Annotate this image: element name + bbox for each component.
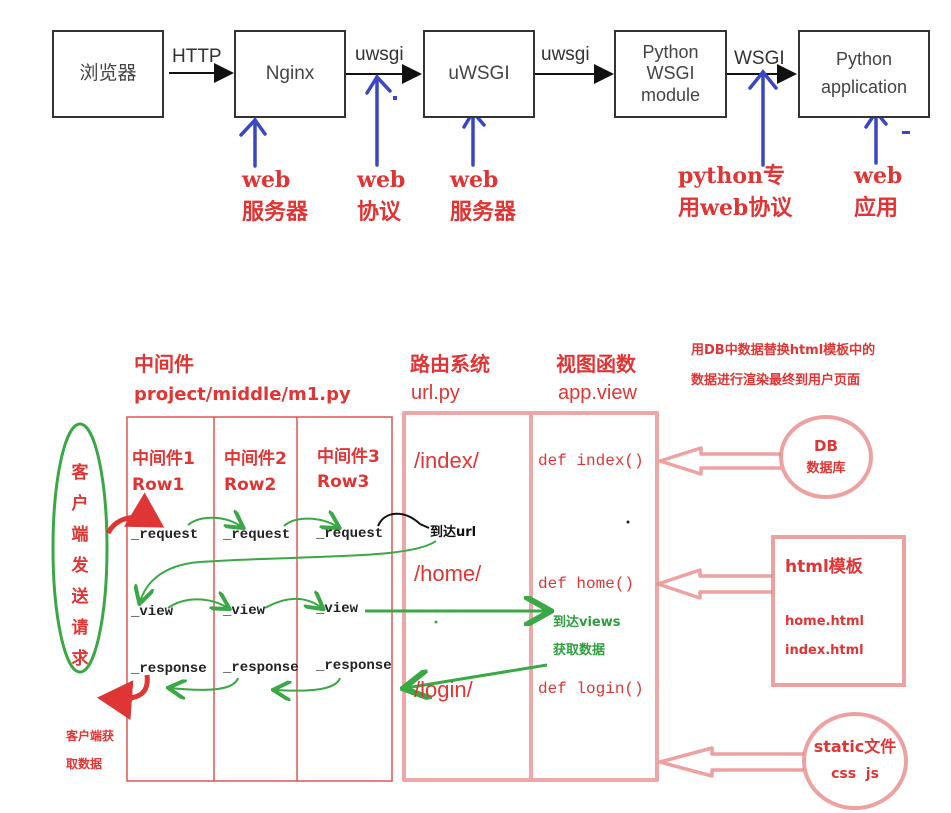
client-request-arrow xyxy=(105,492,165,535)
response-method-1: _response xyxy=(131,661,207,677)
db-circle xyxy=(779,415,873,499)
nginx-label: Nginx xyxy=(265,62,315,84)
route-index: /index/ xyxy=(414,448,479,473)
request-to-url-arrow xyxy=(377,512,421,527)
views-title: 视图函数 xyxy=(556,352,636,376)
response-method-3: _response xyxy=(316,658,392,674)
template-file-home: home.html xyxy=(785,614,864,629)
request-method-2: _request xyxy=(223,527,291,543)
routing-title: 路由系统 xyxy=(410,352,490,376)
protocol-uwsgi-1: uwsgi xyxy=(355,44,404,65)
static-circle xyxy=(802,712,908,810)
client-ellipse xyxy=(51,422,109,674)
view-1-to-2-arrow xyxy=(167,599,228,608)
middleware-3-name: 中间件3 xyxy=(317,447,380,467)
middleware-2-name: 中间件2 xyxy=(224,449,287,469)
browser-box: 浏览器 xyxy=(52,30,164,118)
middleware-1-name: 中间件1 xyxy=(132,449,195,469)
templates-title: html模板 xyxy=(785,557,863,577)
view-function-index: def index() xyxy=(538,452,644,470)
url-to-view-arrow xyxy=(140,540,437,602)
request-method-1: _request xyxy=(131,527,199,543)
protocol-wsgi: WSGI xyxy=(734,48,785,69)
template-to-home-arrow xyxy=(656,568,773,600)
response-2-to-1-arrow xyxy=(170,677,239,690)
middleware-title: 中间件 xyxy=(134,352,194,376)
db-to-index-arrow xyxy=(658,446,781,476)
python-app-label: Python application xyxy=(820,49,908,97)
request-1-to-2-arrow xyxy=(187,518,242,527)
python-app-box: Python application xyxy=(798,30,930,118)
client-send-request-label: 客 户 端 发 送 请 求 xyxy=(71,463,89,669)
static-to-login-arrow xyxy=(658,746,804,778)
browser-label: 浏览器 xyxy=(79,62,137,84)
fetch-data-label: 获取数据 xyxy=(553,643,606,658)
blue-arrow-uwsgi-server xyxy=(462,109,486,167)
view-method-1: _view xyxy=(131,604,174,620)
protocol-http: HTTP xyxy=(172,46,222,67)
db-label: DB 数据库 xyxy=(806,437,846,476)
client-receive-label: 客户端获 取数据 xyxy=(66,729,115,771)
uwsgi-box: uWSGI xyxy=(423,30,535,118)
request-method-3: _request xyxy=(316,526,384,542)
view-method-3: _view xyxy=(316,601,359,617)
static-label: static文件 css js xyxy=(813,737,897,782)
views-file: app.view xyxy=(558,382,637,404)
python-wsgi-module-box: Python WSGI module xyxy=(614,30,727,118)
template-file-index: index.html xyxy=(785,643,864,658)
middleware-3-row: Row3 xyxy=(317,472,370,492)
arrive-url-label: 到达url xyxy=(430,525,477,540)
client-response-arrow xyxy=(97,674,150,721)
middleware-1-row: Row1 xyxy=(132,475,185,495)
view-method-2: _view xyxy=(223,603,266,619)
protocol-uwsgi-2: uwsgi xyxy=(541,44,590,65)
templates-box xyxy=(771,535,906,687)
route-home: /home/ xyxy=(414,561,482,586)
render-note: 用DB中数据替换html模板中的 数据进行渲染最终到用户页面 xyxy=(691,343,876,388)
route-login: /login/ xyxy=(414,677,473,702)
middleware-path: project/middle/m1.py xyxy=(134,384,351,405)
arrive-views-label: 到达views xyxy=(553,615,621,630)
blue-arrow-app xyxy=(864,109,888,165)
data-to-response-arrow xyxy=(406,663,548,688)
view-2-to-3-arrow xyxy=(264,599,322,608)
request-2-to-3-arrow xyxy=(283,519,338,527)
blue-arrow-uwsgi-protocol xyxy=(365,74,392,167)
annotation-wsgi: python专用web协议 xyxy=(678,163,793,221)
response-3-to-2-arrow xyxy=(275,677,341,691)
middleware-2-row: Row2 xyxy=(224,475,277,495)
view-function-login: def login() xyxy=(538,680,644,698)
blue-arrow-wsgi xyxy=(748,69,778,167)
uwsgi-label: uWSGI xyxy=(448,62,510,84)
routing-file: url.py xyxy=(411,382,460,404)
response-method-2: _response xyxy=(223,660,299,676)
nginx-box: Nginx xyxy=(234,30,346,118)
view-function-home: def home() xyxy=(538,575,635,593)
blue-arrow-nginx xyxy=(239,117,267,168)
python-wsgi-module-label: Python WSGI module xyxy=(640,41,701,105)
